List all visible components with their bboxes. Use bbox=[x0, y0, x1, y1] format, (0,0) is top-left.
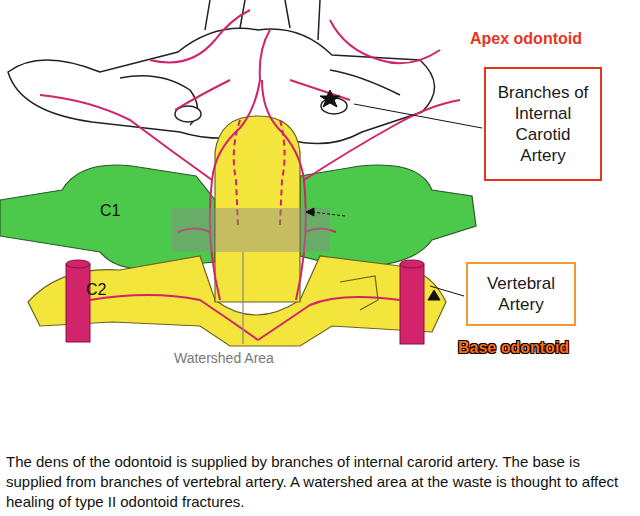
leader-lines bbox=[354, 104, 482, 128]
region-label: Base odontoid bbox=[458, 339, 569, 357]
watershed-zone bbox=[172, 208, 330, 252]
leader-lines bbox=[306, 90, 482, 300]
vertebral-artery bbox=[66, 264, 90, 342]
leader-lines bbox=[306, 208, 314, 216]
figure-caption: The dens of the odontoid is supplied by … bbox=[6, 452, 624, 512]
callout-box: Branches of Internal Carotid Artery bbox=[484, 67, 602, 181]
vertebra-label: C1 bbox=[100, 202, 120, 220]
vertebral-artery bbox=[400, 260, 424, 268]
artery-branches bbox=[175, 80, 350, 110]
vertebral-artery bbox=[400, 264, 424, 344]
callout-text: Branches of Internal Carotid Artery bbox=[492, 82, 594, 166]
artery-branches bbox=[150, 10, 440, 63]
watershed-leader bbox=[242, 252, 243, 344]
artery-branches bbox=[40, 95, 460, 180]
vertebral-artery bbox=[66, 260, 90, 268]
occiput bbox=[8, 0, 435, 144]
leader-lines bbox=[428, 290, 440, 300]
callout-text: Vertebral Artery bbox=[474, 273, 568, 315]
artery-branches bbox=[90, 295, 400, 340]
vertebral-artery bbox=[66, 260, 424, 344]
artery-branches bbox=[40, 10, 460, 340]
region-label: Apex odontoid bbox=[470, 30, 582, 48]
callout-box: Vertebral Artery bbox=[466, 262, 576, 326]
leader-lines bbox=[320, 90, 340, 107]
vertebra-label: C2 bbox=[86, 281, 106, 299]
axis-c2 bbox=[340, 276, 378, 310]
artery-branches bbox=[210, 30, 270, 300]
zone-label: Watershed Area bbox=[174, 350, 274, 366]
axis-c2 bbox=[28, 116, 446, 346]
occiput bbox=[8, 28, 435, 143]
artery-branches bbox=[262, 80, 306, 300]
leader-lines bbox=[312, 212, 345, 216]
